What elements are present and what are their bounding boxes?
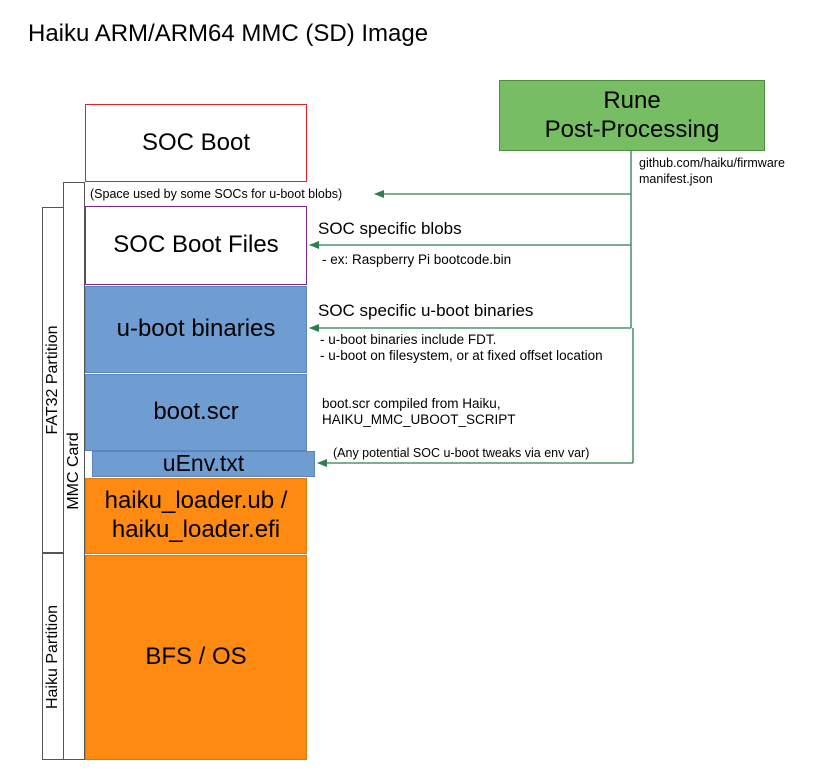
soc-boot-files-label: SOC Boot Files [113, 231, 279, 259]
haiku-loader-label-line1: haiku_loader.ub / [104, 487, 288, 515]
rune-post-processing-box: Rune Post-Processing [499, 80, 765, 151]
space-note: (Space used by some SOCs for u-boot blob… [90, 187, 343, 201]
uboot-binaries-label: u-boot binaries [116, 315, 276, 343]
haiku-loader-block: haiku_loader.ub / haiku_loader.efi [85, 478, 307, 554]
bootscr-note-line1: boot.scr compiled from Haiku, [322, 396, 501, 411]
rune-source-manifest: manifest.json [639, 172, 713, 186]
uenv-label: uEnv.txt [162, 450, 245, 477]
bfs-os-label: BFS / OS [145, 643, 247, 671]
soc-boot-block: SOC Boot [85, 104, 307, 182]
boot-scr-block: boot.scr [85, 374, 307, 451]
boot-scr-label: boot.scr [153, 398, 239, 426]
haiku-loader-label-line2: haiku_loader.efi [111, 516, 281, 543]
uboot-binaries-annotation: SOC specific u-boot binaries [318, 301, 534, 320]
uboot-binaries-block: u-boot binaries [85, 286, 307, 373]
rune-label-line2: Post-Processing [544, 115, 720, 143]
mmc-card-bar: MMC Card [63, 182, 85, 760]
uboot-note-fdt: - u-boot binaries include FDT. [320, 332, 497, 347]
soc-blobs-example: - ex: Raspberry Pi bootcode.bin [322, 252, 512, 267]
rune-label-line1: Rune [603, 86, 661, 114]
uenv-block: uEnv.txt [92, 450, 315, 477]
soc-boot-files-block: SOC Boot Files [85, 206, 307, 285]
uboot-note-location: - u-boot on filesystem, or at fixed offs… [320, 348, 603, 363]
soc-boot-label: SOC Boot [141, 128, 251, 156]
rune-source-repo: github.com/haiku/firmware [639, 156, 785, 170]
diagram-title: Haiku ARM/ARM64 MMC (SD) Image [28, 20, 429, 47]
env-var-note: (Any potential SOC u-boot tweaks via env… [333, 446, 590, 460]
soc-blobs-label: SOC specific blobs [318, 219, 462, 238]
bfs-os-block: BFS / OS [85, 555, 307, 760]
bootscr-note-line2: HAIKU_MMC_UBOOT_SCRIPT [322, 412, 516, 427]
